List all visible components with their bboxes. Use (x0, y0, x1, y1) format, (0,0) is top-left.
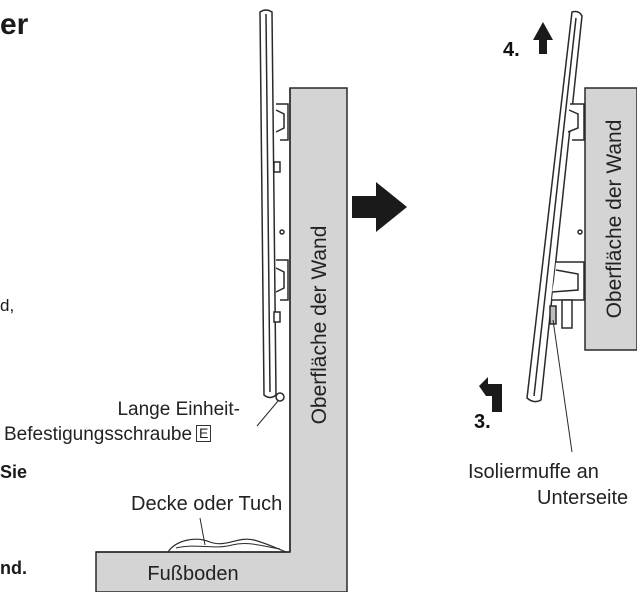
screw-label-line1: Lange Einheit- (117, 399, 240, 420)
left-figure: Oberfläche der Wand Fußboden (95, 9, 348, 592)
cloth-shape (167, 538, 287, 553)
up-arrow-icon (533, 22, 553, 54)
step-3-label: 3. (474, 411, 491, 433)
tv-panel-side (259, 9, 289, 402)
wall-surface-label: Oberfläche der Wand (308, 226, 331, 425)
sleeve-label-line2: Unterseite (537, 487, 629, 509)
screw-label-line2: Befestigungsschraube (4, 424, 193, 445)
wall-surface (584, 87, 637, 351)
tv-panel-tilted (526, 10, 585, 403)
bold-text-fragment: nd. (0, 558, 27, 578)
text-fragment: d, (0, 296, 15, 315)
bold-text-fragment: Sie (0, 462, 28, 482)
heading-fragment: er (0, 8, 29, 41)
wall-surface-label: Oberfläche der Wand (603, 120, 626, 319)
screw-part-box: E (196, 425, 212, 442)
right-figure: Oberfläche der Wand 4. 3. (474, 10, 637, 453)
sleeve-label-line1: Isoliermuffe an (468, 461, 599, 483)
step-4-label: 4. (503, 39, 520, 61)
curved-arrow-icon (479, 377, 502, 412)
right-arrow-icon (352, 182, 407, 232)
floor-label: Fußboden (147, 563, 238, 585)
cloth-label: Decke oder Tuch (131, 493, 283, 515)
